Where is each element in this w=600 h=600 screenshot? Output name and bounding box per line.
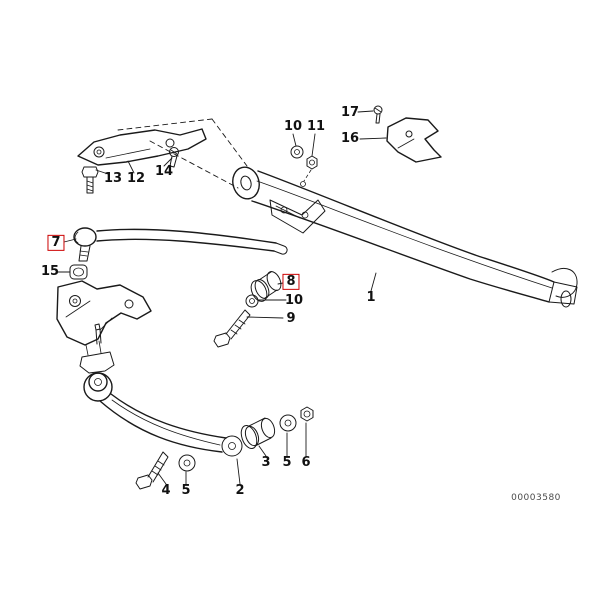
- bracket-16: [386, 117, 442, 163]
- part-label-2: 2: [235, 482, 245, 498]
- doc-number: 00003580: [511, 493, 561, 503]
- nut-6: [300, 406, 314, 422]
- part-label-10-mid: 10: [284, 292, 304, 308]
- part-label-5-left: 5: [181, 482, 191, 498]
- mounting-plate-12: [77, 128, 207, 166]
- alignment-dashes: [117, 118, 248, 189]
- washer-5-left: [178, 454, 196, 472]
- washer-5-right: [279, 414, 297, 432]
- part-label-13: 13: [103, 170, 123, 186]
- part-label-11: 11: [306, 118, 326, 134]
- part-label-15: 15: [40, 263, 60, 279]
- control-arm-2: [83, 372, 243, 457]
- washer-10-top: [290, 145, 304, 159]
- part-label-10-top: 10: [283, 118, 303, 134]
- tension-strut-1: [232, 166, 578, 308]
- part-label-6: 6: [301, 454, 311, 470]
- bolt-9: [213, 309, 251, 348]
- support-bracket: [56, 280, 152, 356]
- part-label-17: 17: [340, 104, 360, 120]
- part-label-16: 16: [340, 130, 360, 146]
- part-label-14: 14: [154, 163, 174, 179]
- bolt-13: [81, 166, 99, 194]
- bolt-4: [135, 451, 169, 490]
- bushing-3: [240, 417, 276, 450]
- part-label-12: 12: [126, 170, 146, 186]
- nut-11: [300, 155, 318, 187]
- part-label-8-highlighted[interactable]: 8: [282, 273, 300, 291]
- part-label-1: 1: [366, 289, 376, 305]
- part-label-7-highlighted[interactable]: 7: [47, 234, 65, 252]
- ball-joint: [79, 351, 115, 392]
- washer-10-mid: [245, 294, 259, 308]
- screw-17: [373, 105, 383, 124]
- screw-14: [169, 147, 179, 168]
- bushing-8: [250, 271, 282, 302]
- part-label-5-right: 5: [282, 454, 292, 470]
- grommet-15: [69, 264, 88, 280]
- part-label-4: 4: [161, 482, 171, 498]
- link-rod-7: [73, 227, 288, 262]
- part-label-9: 9: [286, 310, 296, 326]
- part-label-3: 3: [261, 454, 271, 470]
- leader-lines: [57, 110, 387, 485]
